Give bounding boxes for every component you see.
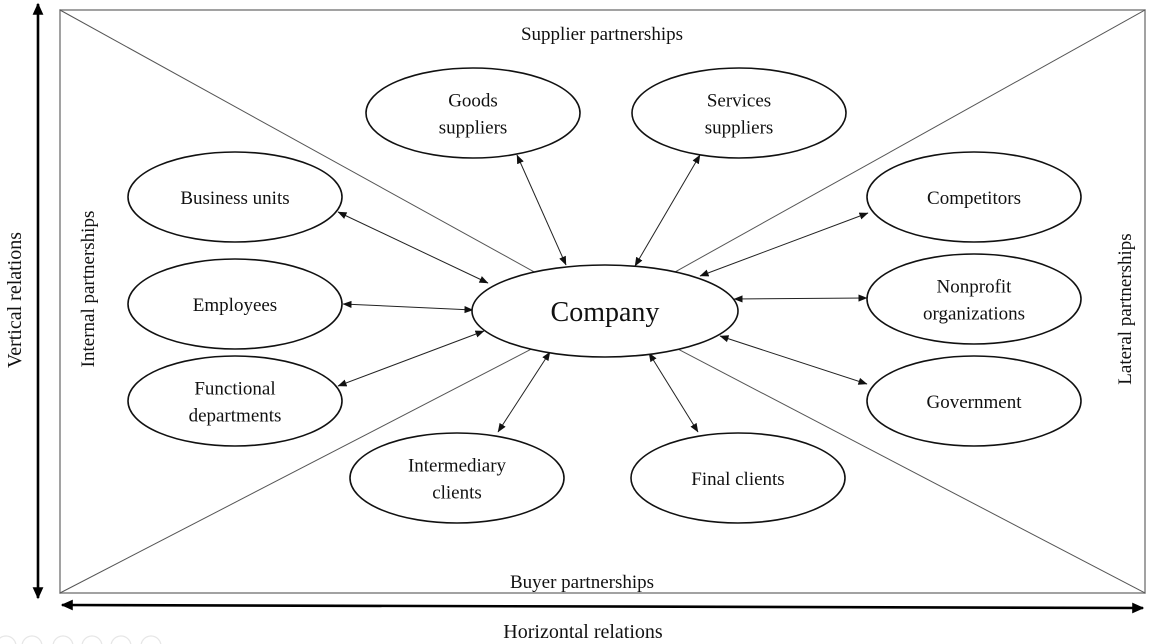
goods-suppliers-label-line-2: suppliers bbox=[439, 118, 508, 139]
services-suppliers-ellipse bbox=[631, 67, 847, 159]
services-suppliers-label-line-2: suppliers bbox=[705, 118, 774, 139]
government-label-line-1: Government bbox=[927, 392, 1023, 413]
horizontal-relations-label: Horizontal relations bbox=[503, 621, 663, 643]
toolbar-icon-1[interactable] bbox=[0, 635, 17, 644]
buyer-partnerships-label: Buyer partnerships bbox=[510, 572, 654, 593]
link-goods-suppliers bbox=[516, 154, 567, 266]
link-business-units bbox=[337, 211, 489, 284]
toolbar-icon-3[interactable] bbox=[52, 635, 74, 644]
outer-frame bbox=[59, 9, 1146, 594]
lateral-partnerships-label: Lateral partnerships bbox=[1115, 233, 1136, 384]
business-units-label-line-1: Business units bbox=[180, 188, 289, 209]
vertical-relations-label: Vertical relations bbox=[4, 232, 26, 368]
horizontal-relations-arrow bbox=[60, 599, 1145, 614]
toolbar-icon-6[interactable] bbox=[140, 635, 162, 644]
company-ellipse bbox=[471, 264, 739, 358]
nonprofit-organizations-ellipse bbox=[866, 253, 1082, 345]
toolbar-icon-5[interactable] bbox=[110, 635, 132, 644]
nonprofit-organizations-label-line-1: Nonprofit bbox=[937, 277, 1013, 298]
goods-suppliers-ellipse bbox=[365, 67, 581, 159]
employees-label-line-1: Employees bbox=[193, 295, 277, 316]
goods-suppliers-label-line-1: Goods bbox=[448, 91, 498, 112]
nonprofit-organizations-label-line-2: organizations bbox=[923, 304, 1025, 325]
link-intermediary-clients bbox=[497, 351, 551, 433]
toolbar-icon-4[interactable] bbox=[81, 635, 103, 644]
services-suppliers-label-line-1: Services bbox=[707, 91, 771, 112]
node-services-suppliers: Services suppliers bbox=[631, 67, 847, 159]
final-clients-ellipse bbox=[630, 432, 846, 524]
node-functional-departments: Functional departments bbox=[127, 355, 343, 447]
company-node: Company bbox=[471, 264, 739, 358]
intermediary-clients-label-line-2: clients bbox=[432, 483, 482, 504]
node-business-units: Business units bbox=[127, 151, 343, 243]
link-services-suppliers bbox=[634, 154, 701, 267]
link-government bbox=[719, 335, 868, 385]
node-goods-suppliers: Goods suppliers bbox=[365, 67, 581, 159]
node-government: Government bbox=[866, 355, 1082, 447]
internal-partnerships-label: Internal partnerships bbox=[78, 211, 99, 368]
functional-departments-ellipse bbox=[127, 355, 343, 447]
company-label: Company bbox=[551, 297, 660, 328]
viewer-toolbar bbox=[0, 635, 162, 644]
node-nonprofit-organizations: Nonprofit organizations bbox=[866, 253, 1082, 345]
link-functional-departments bbox=[337, 330, 485, 387]
intermediary-clients-label-line-1: Intermediary bbox=[408, 456, 507, 477]
node-final-clients: Final clients bbox=[630, 432, 846, 524]
link-competitors bbox=[699, 212, 869, 277]
node-competitors: Competitors bbox=[866, 151, 1082, 243]
diagonal-bottom-right bbox=[678, 348, 1146, 594]
diagonal-bottom-left bbox=[59, 348, 532, 594]
supplier-partnerships-label: Supplier partnerships bbox=[521, 24, 683, 45]
link-nonprofit-organizations bbox=[733, 294, 868, 303]
government-ellipse bbox=[866, 355, 1082, 447]
competitors-label-line-1: Competitors bbox=[927, 188, 1021, 209]
link-final-clients bbox=[648, 352, 699, 433]
toolbar-icon-2[interactable] bbox=[21, 635, 43, 644]
intermediary-clients-ellipse bbox=[349, 432, 565, 524]
final-clients-label-line-1: Final clients bbox=[691, 469, 784, 490]
relationship-links bbox=[337, 154, 869, 433]
link-employees bbox=[342, 300, 474, 314]
partner-nodes: Goods suppliers Services suppliersBusiness … bbox=[127, 67, 1082, 524]
node-intermediary-clients: Intermediary clients bbox=[349, 432, 565, 524]
business-units-ellipse bbox=[127, 151, 343, 243]
competitors-ellipse bbox=[866, 151, 1082, 243]
functional-departments-label-line-2: departments bbox=[189, 406, 282, 427]
functional-departments-label-line-1: Functional bbox=[194, 379, 275, 400]
employees-ellipse bbox=[127, 258, 343, 350]
node-employees: Employees bbox=[127, 258, 343, 350]
